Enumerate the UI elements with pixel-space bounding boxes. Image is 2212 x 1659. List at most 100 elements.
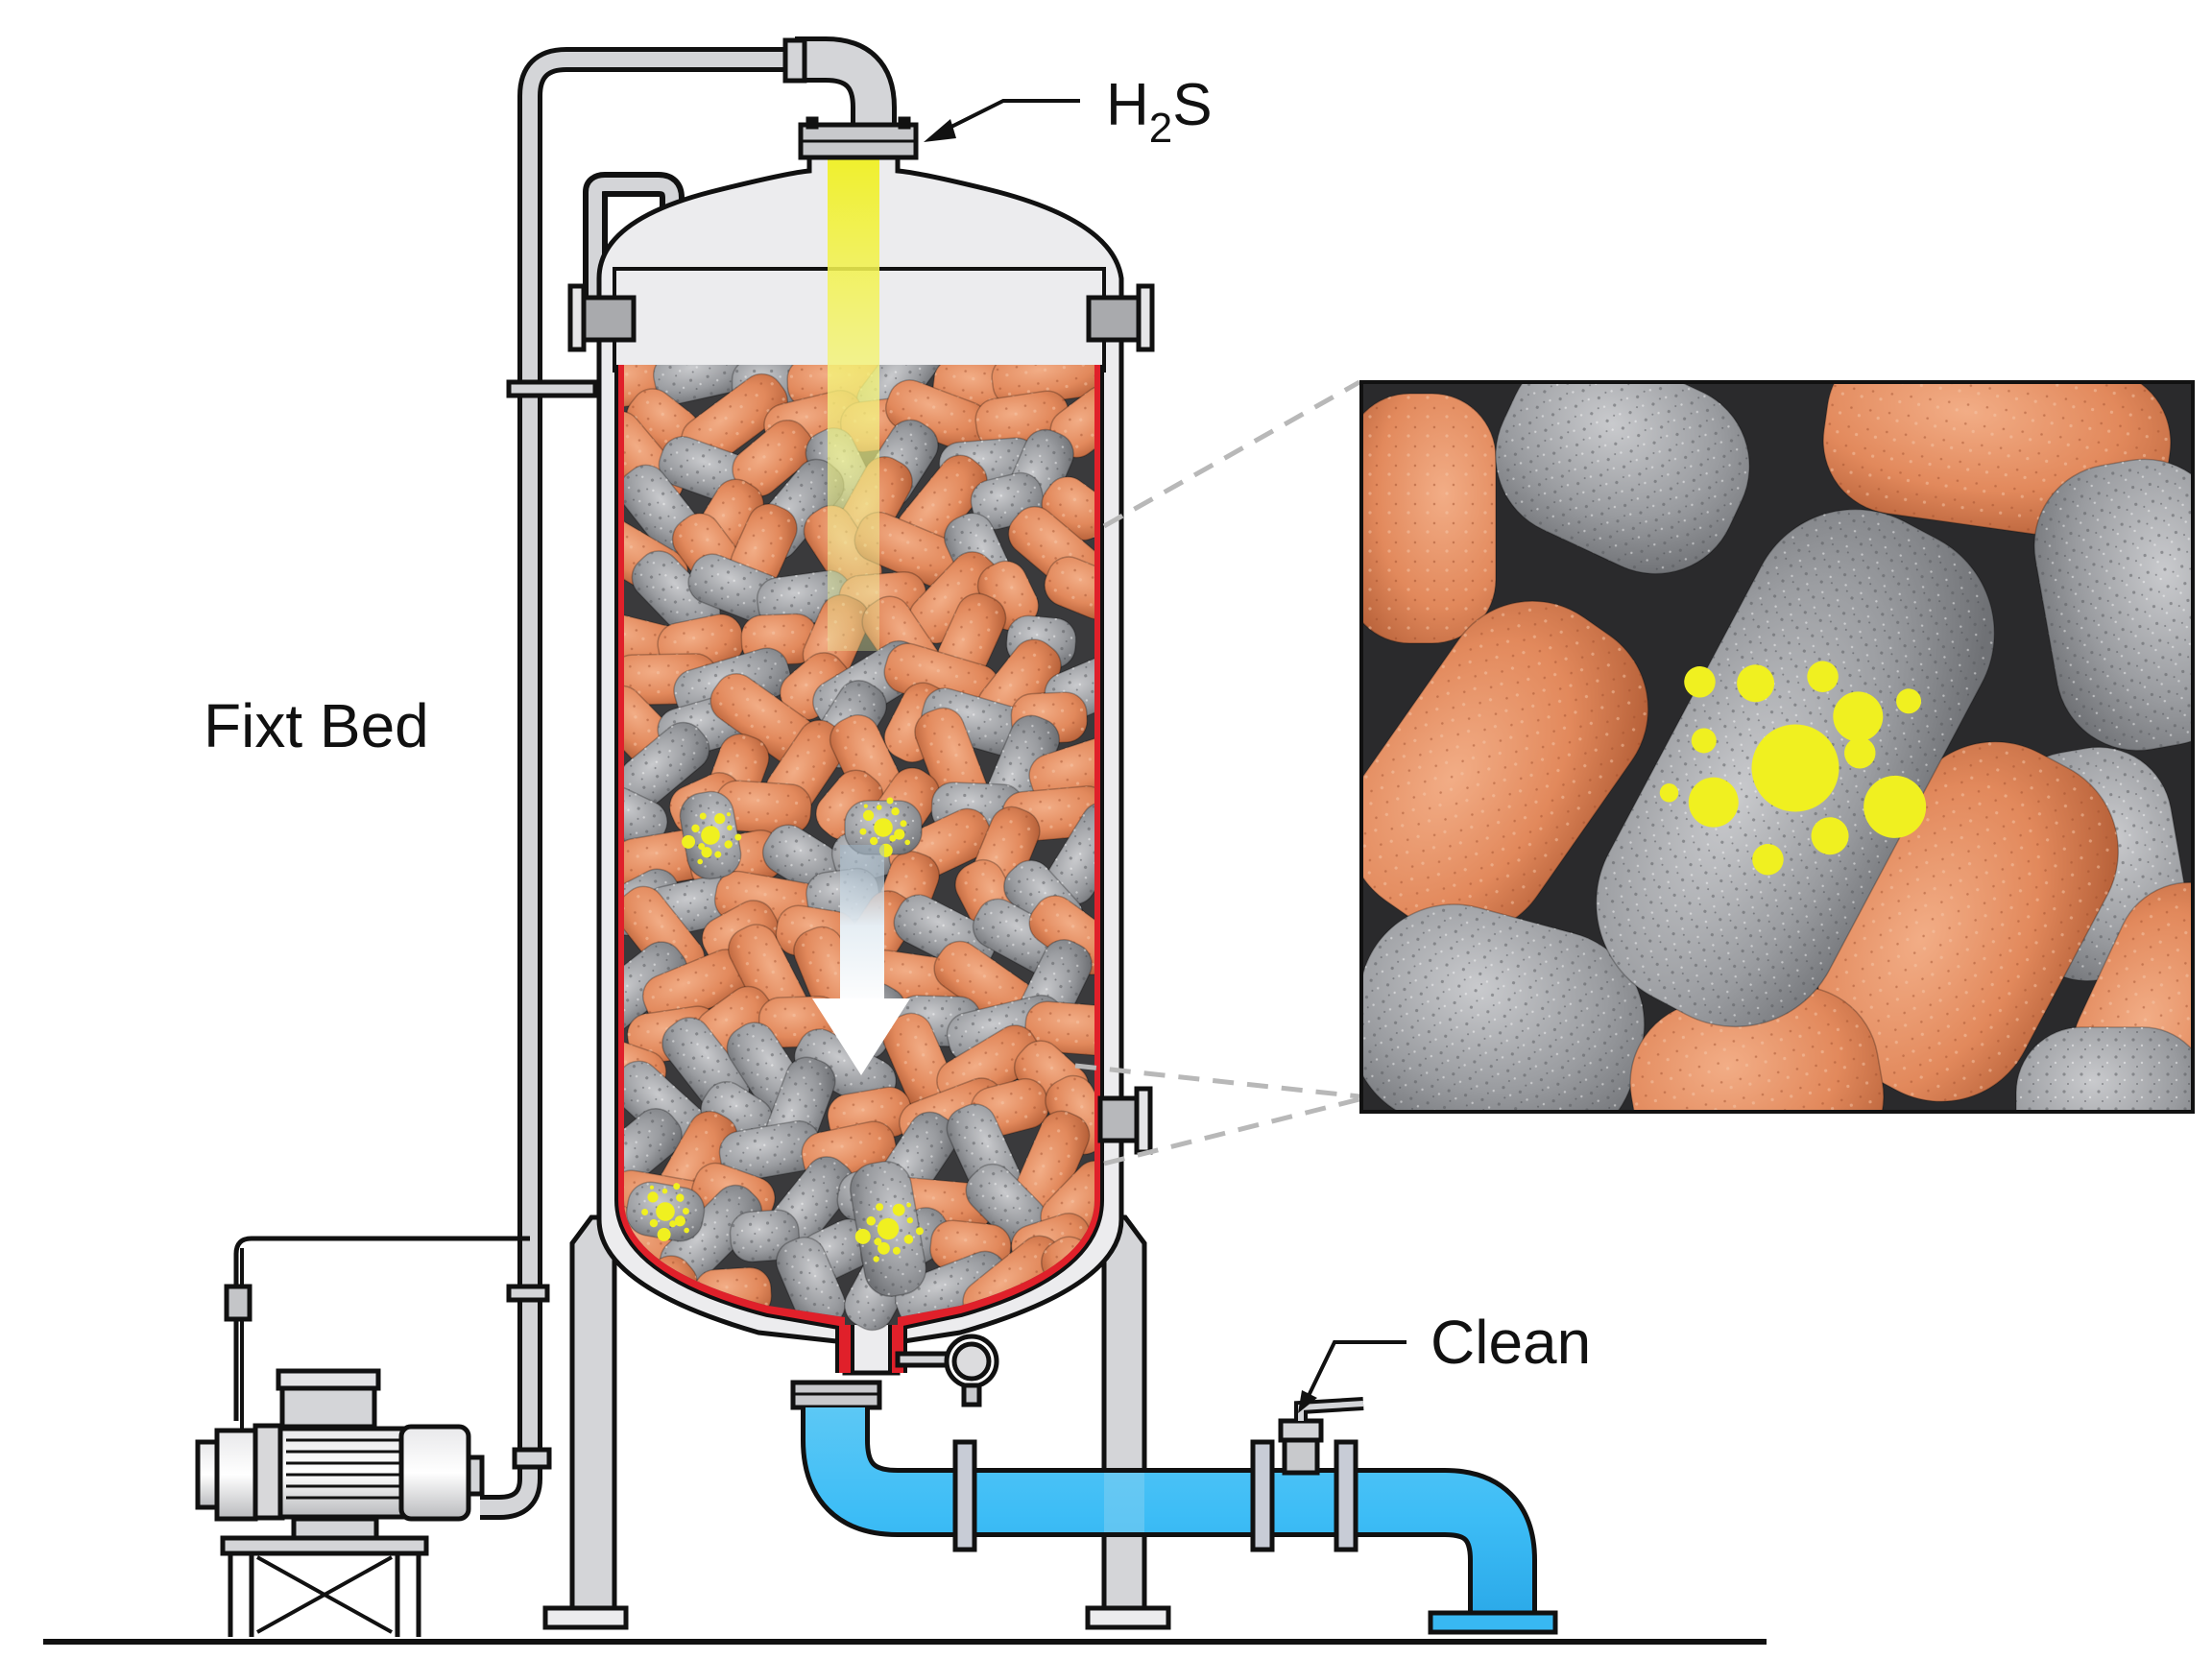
sulfur-deposit <box>859 828 867 835</box>
sulfur-deposit <box>876 1203 884 1212</box>
sulfur-deposit <box>649 1185 655 1190</box>
sulfur-deposit <box>892 1203 905 1216</box>
sulfur-deposit <box>676 1193 685 1202</box>
sulfur-deposit <box>906 1216 914 1224</box>
zoom-dash-mid <box>1074 1063 1360 1099</box>
sulfur-deposit <box>657 1227 671 1241</box>
sulfur-deposit <box>682 834 696 849</box>
sulfur-deposit <box>1752 843 1784 876</box>
h2s-label-h: H <box>1106 72 1149 138</box>
sulfur-deposit <box>1737 664 1775 703</box>
orange-pellet <box>1010 691 1089 745</box>
outlet-label: Clean <box>1431 1308 1591 1377</box>
sulfur-deposit <box>701 847 712 858</box>
inlet-pipe <box>782 36 897 144</box>
sulfur-deposit <box>904 839 910 846</box>
sulfur-deposit <box>889 834 897 842</box>
sulfur-deposit <box>892 1246 901 1255</box>
sulfur-deposit <box>1833 691 1884 742</box>
sulfur-deposit <box>656 1202 675 1221</box>
grey-pellet <box>718 1119 822 1182</box>
detail-inset <box>1074 379 2195 1166</box>
sulfur-deposit <box>863 809 875 821</box>
sulfur-deposit <box>647 1191 659 1203</box>
sulfur-deposit <box>727 825 733 831</box>
sulfur-deposit <box>1807 661 1839 693</box>
sulfur-deposit <box>699 812 707 820</box>
outlet-valve <box>1278 1397 1364 1476</box>
orange-pellet <box>882 1012 957 1114</box>
grey-pellet <box>1361 903 1646 1112</box>
orange-pellet <box>714 780 812 835</box>
sulfur-deposit <box>1691 728 1717 754</box>
sulfur-deposit <box>701 826 720 845</box>
orange-pellet <box>1044 556 1094 620</box>
sulfur-deposit <box>863 804 868 808</box>
pump-motor <box>195 1368 485 1637</box>
grey-pellet <box>1495 382 1750 575</box>
sulfur-deposit <box>1844 736 1876 769</box>
grey-pellet <box>844 797 923 857</box>
pressure-gauge <box>895 1334 999 1407</box>
sulfur-deposit <box>854 1228 871 1244</box>
grey-pellet <box>849 1161 927 1297</box>
sulfur-deposit <box>886 797 894 805</box>
zoom-dash-bottom <box>1103 1096 1360 1166</box>
sulfur-deposit <box>674 1215 685 1227</box>
grey-pellet <box>1595 508 1996 1028</box>
sulfur-deposit <box>684 1227 689 1234</box>
svg-text:H2S: H2S <box>1106 72 1213 152</box>
grey-pellet <box>679 790 742 880</box>
orange-pellet <box>1024 1000 1094 1058</box>
sulfur-deposit <box>870 836 878 846</box>
grey-pellet <box>653 365 754 405</box>
sulfur-deposit <box>714 851 722 858</box>
sulfur-deposit <box>661 1188 668 1194</box>
sulfur-deposit <box>691 824 700 832</box>
sulfur-deposit <box>1659 783 1679 803</box>
sulfur-deposit <box>726 812 731 817</box>
orange-pellet <box>1361 600 1649 936</box>
sulfur-deposit <box>1751 724 1839 812</box>
grey-pellet <box>625 1181 706 1242</box>
sulfur-deposit <box>900 820 907 828</box>
sulfur-deposit <box>714 813 726 825</box>
bypass-line <box>224 47 795 1520</box>
side-flanges <box>567 283 1155 1155</box>
grey-pellet <box>2033 458 2193 752</box>
orange-pellet <box>1361 393 1497 644</box>
sulfur-deposit <box>1863 775 1927 838</box>
sulfur-deposit <box>1684 666 1716 698</box>
sulfur-deposit <box>669 1220 677 1228</box>
sulfur-deposit <box>874 818 893 837</box>
sulfur-deposit <box>641 1208 649 1215</box>
sulfur-deposit <box>877 805 882 810</box>
sulfur-deposit <box>698 843 706 851</box>
grey-pellet <box>624 721 710 807</box>
top-flange <box>798 116 919 160</box>
flow-arrow <box>812 845 910 1075</box>
sulfur-deposit <box>1811 817 1849 855</box>
sulfur-deposit <box>906 1202 911 1208</box>
sulfur-deposit <box>734 833 742 841</box>
sulfur-deposit <box>903 1235 914 1244</box>
zoom-dash-top <box>1102 379 1361 529</box>
clean-callout: Clean <box>1298 1308 1591 1413</box>
sulfur-deposit <box>697 858 704 865</box>
grey-pellet <box>775 1237 847 1330</box>
h2s-callout: H2S <box>924 72 1213 152</box>
sulfur-deposit <box>1896 688 1922 714</box>
sulfur-deposit <box>915 1227 924 1236</box>
support-leg-front <box>1104 1473 1144 1532</box>
h2s-gas-stream <box>828 152 879 651</box>
sulfur-deposit <box>891 807 900 816</box>
h2s-label-s: S <box>1172 72 1212 138</box>
sulfur-deposit <box>878 1241 890 1255</box>
outlet-pipe <box>801 1406 1558 1635</box>
sulfur-deposit <box>877 1217 900 1240</box>
sulfur-deposit <box>649 1218 659 1228</box>
sulfur-deposit <box>866 1215 877 1226</box>
sulfur-deposit <box>1688 777 1739 828</box>
sulfur-deposit <box>724 840 733 849</box>
